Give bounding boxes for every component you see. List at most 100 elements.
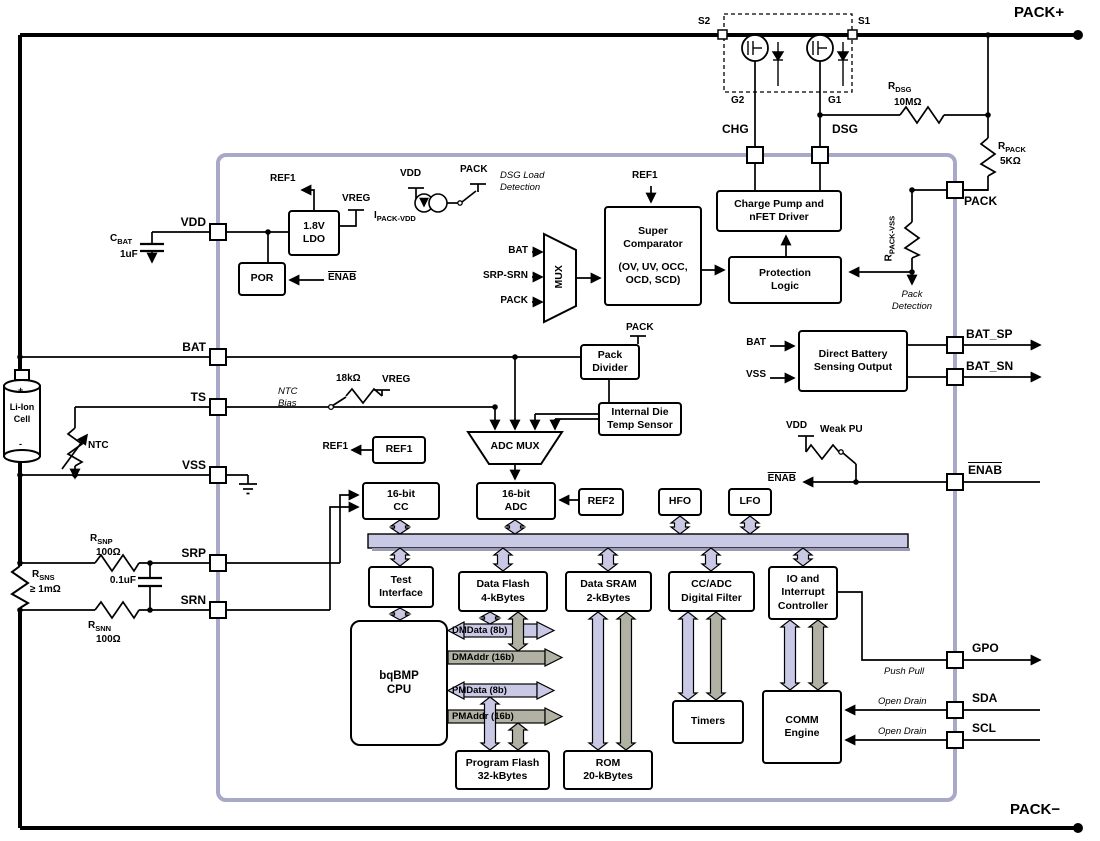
srn-pin-label: SRN [180,593,206,607]
cell-minus-label: - [19,439,22,449]
cfilter-value: 0.1uF [109,575,136,586]
open-drain-note-scl: Open Drain [878,726,927,737]
adc-mux-label: ADC MUX [490,440,540,452]
push-pull-note: Push Pull [884,666,925,677]
mux-shape [543,232,577,324]
cell-plus-label: + [18,385,24,395]
vss-pin-label: VSS [181,458,206,472]
s2-label: S2 [698,16,711,27]
li-ion-cell-symbol [3,369,41,463]
scl-pin-label: SCL [972,721,996,735]
rdsg-label: RDSG [888,81,912,94]
bat-net-label-mux: BAT [508,245,528,256]
g1-label: G1 [828,95,842,106]
rpack-vss-label: RPACK-VSS [883,215,897,262]
main-bus [367,533,910,551]
block-ref2: REF2 [578,488,624,516]
vreg-net-label-ts: VREG [382,374,411,385]
rsnn-label: RSNN [88,620,112,633]
rsnp-label: RSNP [90,533,113,546]
pack-net-label-ipack: PACK [460,164,488,175]
pack-pin-label: PACK [964,194,998,208]
ts-pin-label: TS [190,390,206,404]
bat-sp-pin-label: BAT_SP [966,327,1013,341]
block-ref1: REF1 [372,436,426,464]
rdsg-value: 10MΩ [894,97,922,108]
srp-srn-net-label-mux: SRP-SRN [482,270,528,281]
g2-label: G2 [731,95,745,106]
enab-net-label-internal: ENAB [767,473,796,484]
gpo-pin-label: GPO [972,641,999,655]
vdd-net-label-ipack: VDD [400,168,422,179]
open-drain-note-sda: Open Drain [878,696,927,707]
rpack-label: RPACK [998,141,1026,154]
pack-plus-label: PACK+ [1014,4,1065,21]
enab-net-label-por: ENAB [328,272,357,283]
weak-pu-note: Weak PU [820,424,863,435]
block-por: POR [238,262,286,296]
rpack-value: 5KΩ [1000,156,1021,167]
block-hfo: HFO [658,488,702,516]
bat-net-label-sensing: BAT [746,337,766,348]
bat-sn-pin-label: BAT_SN [966,359,1014,373]
cbat-label: CBAT [110,233,133,246]
s1-label: S1 [858,16,871,27]
cell-label-line2: Cell [13,414,31,424]
rsns-label: RSNS [32,569,55,582]
dmaddr-bus-label: DMAddr (16b) [452,652,515,663]
ref1-net-label-ldo: REF1 [270,173,296,184]
ntc-label: NTC [88,440,109,451]
block-lfo: LFO [728,488,772,516]
vdd-pin-label: VDD [180,215,206,229]
block-timers: Timers [672,700,744,744]
fet-pair [717,13,858,93]
cell-label-line1: Li-Ion [9,402,35,412]
bat-pin-label: BAT [182,340,206,354]
vreg-net-label-ldo: VREG [342,193,371,204]
mux-label: MUX [553,265,566,289]
pack-net-label-divider: PACK [626,322,654,333]
rsnn-value: 100Ω [96,634,121,645]
ipack-vdd-label: IPACK-VDD [374,210,416,223]
chg-pin-label: CHG [722,122,749,136]
rsns-value: ≥ 1mΩ [30,584,61,595]
pmaddr-bus-label: PMAddr (16b) [452,711,514,722]
bus-connectors [388,515,829,751]
rsnp-value: 100Ω [96,547,121,558]
dmdata-bus-label: DMData (8b) [452,625,508,636]
junctions [17,32,991,613]
dsg-pin-label: DSG [832,122,859,136]
pack-minus-label: PACK− [1010,801,1061,818]
pins [209,146,964,749]
cpu-bus-arrows [446,621,564,726]
sda-pin-label: SDA [972,691,998,705]
current-source-symbol [414,193,448,213]
zener-diode-symbols [771,42,850,86]
ref1-net-label-adcmux: REF1 [322,441,348,452]
pmdata-bus-label: PMData (8b) [452,685,507,696]
ref1-net-label-comparator: REF1 [632,170,658,181]
pack-net-label-mux: PACK [500,295,528,306]
enab-pin-label: ENAB [968,463,1003,477]
rntc-value: 18kΩ [336,373,361,384]
